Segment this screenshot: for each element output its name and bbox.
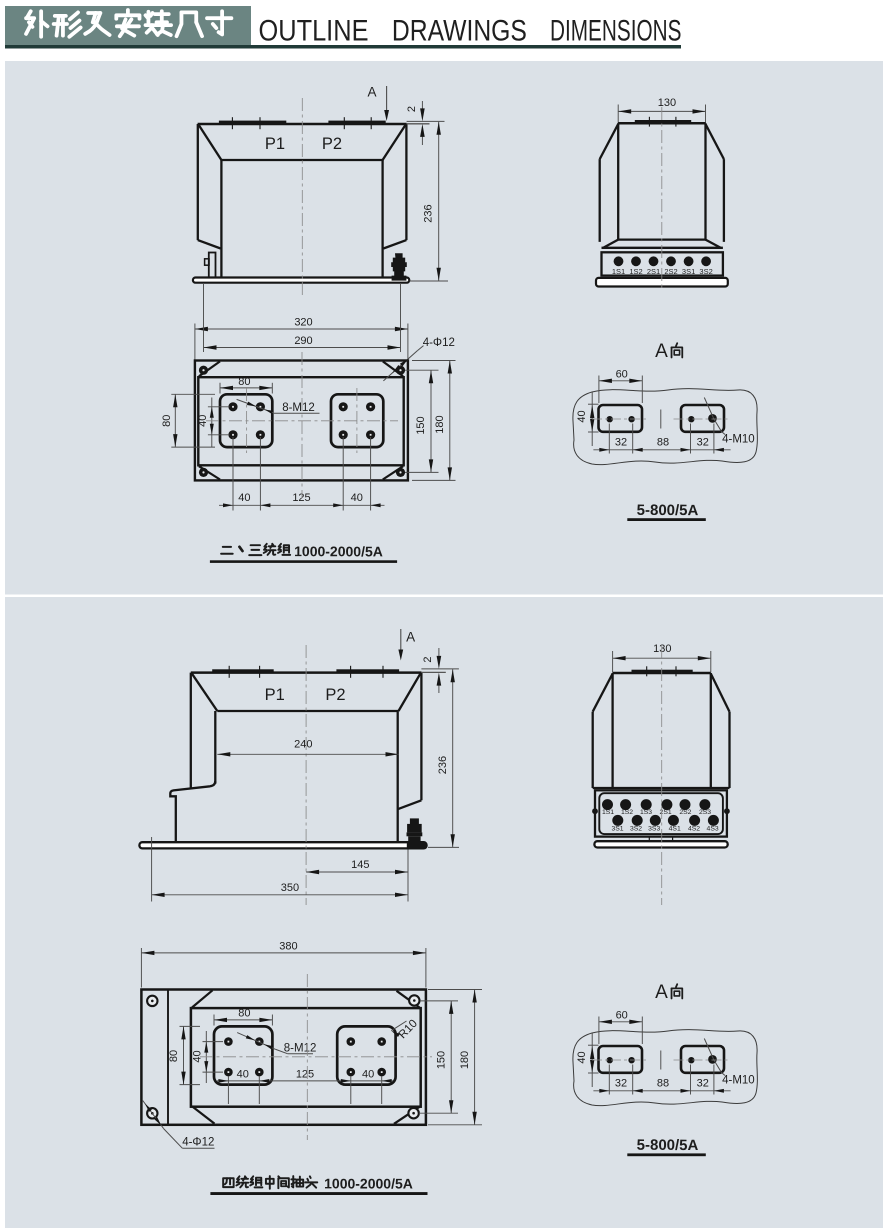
svg-text:4-Φ12: 4-Φ12 [182,1137,214,1149]
svg-text:4-M10: 4-M10 [722,433,755,445]
svg-text:88: 88 [657,437,669,449]
svg-text:125: 125 [292,492,310,504]
svg-text:145: 145 [351,859,369,871]
svg-text:4-M10: 4-M10 [722,1074,755,1086]
svg-text:3S2: 3S2 [630,826,642,833]
svg-text:3S3: 3S3 [648,826,660,833]
svg-text:2S2: 2S2 [664,267,677,276]
svg-text:150: 150 [436,1051,448,1069]
svg-text:P1: P1 [265,686,285,704]
svg-text:236: 236 [422,204,434,222]
svg-text:236: 236 [437,756,449,774]
svg-text:150: 150 [415,416,427,434]
svg-text:32: 32 [615,437,627,449]
svg-text:A: A [655,341,668,362]
svg-text:1S1: 1S1 [602,809,614,816]
svg-text:A: A [406,630,415,645]
svg-text:8-M12: 8-M12 [282,402,315,414]
svg-text:130: 130 [658,97,676,109]
svg-text:2S1: 2S1 [660,809,672,816]
svg-text:380: 380 [279,941,297,953]
svg-text:32: 32 [615,1078,627,1090]
svg-text:125: 125 [296,1069,314,1081]
svg-text:2S3: 2S3 [699,809,711,816]
svg-text:80: 80 [161,415,173,427]
svg-text:P2: P2 [322,135,342,153]
svg-text:P2: P2 [325,686,345,704]
svg-text:60: 60 [616,1010,628,1022]
svg-text:80: 80 [168,1050,180,1062]
svg-text:A: A [655,982,668,1003]
svg-text:180: 180 [459,1051,471,1069]
svg-text:88: 88 [657,1078,669,1090]
svg-text:A: A [367,85,376,100]
svg-text:60: 60 [616,369,628,381]
svg-text:1S3: 1S3 [640,809,652,816]
svg-text:180: 180 [434,415,446,433]
svg-text:40: 40 [351,492,363,504]
svg-text:40: 40 [576,410,588,422]
svg-text:40: 40 [191,1050,203,1062]
svg-text:3S1: 3S1 [682,267,695,276]
svg-text:2: 2 [406,106,418,112]
svg-text:3S2: 3S2 [699,267,712,276]
svg-text:80: 80 [238,1008,250,1020]
svg-text:32: 32 [697,437,709,449]
svg-text:40: 40 [237,1069,249,1081]
svg-text:2: 2 [422,656,434,662]
svg-text:1S2: 1S2 [621,809,633,816]
svg-text:5-800/5A: 5-800/5A [637,502,699,519]
svg-text:290: 290 [294,335,312,347]
svg-text:2S2: 2S2 [679,809,691,816]
svg-text:2S1: 2S1 [647,267,660,276]
svg-text:4S1: 4S1 [669,826,681,833]
svg-text:8-M12: 8-M12 [284,1042,317,1054]
svg-text:40: 40 [576,1051,588,1063]
svg-text:P1: P1 [265,135,285,153]
svg-text:4S3: 4S3 [707,826,719,833]
svg-text:40: 40 [238,492,250,504]
svg-text:DIMENSIONS: DIMENSIONS [550,14,682,47]
svg-text:4-Φ12: 4-Φ12 [423,337,455,349]
svg-text:OUTLINE: OUTLINE [259,14,369,47]
svg-text:32: 32 [697,1078,709,1090]
svg-text:40: 40 [197,415,209,427]
svg-text:5-800/5A: 5-800/5A [637,1137,699,1154]
svg-text:320: 320 [294,317,312,329]
svg-text:1000-2000/5A: 1000-2000/5A [324,1175,413,1191]
svg-text:4S2: 4S2 [688,826,700,833]
svg-text:3S1: 3S1 [611,826,623,833]
svg-text:80: 80 [238,376,250,388]
svg-text:DRAWINGS: DRAWINGS [392,14,527,47]
svg-text:40: 40 [362,1069,374,1081]
svg-text:240: 240 [294,738,312,750]
svg-text:1S1: 1S1 [612,267,625,276]
svg-text:350: 350 [281,882,299,894]
svg-text:1000-2000/5A: 1000-2000/5A [294,543,383,559]
svg-text:130: 130 [653,643,671,655]
svg-text:1S2: 1S2 [629,267,642,276]
